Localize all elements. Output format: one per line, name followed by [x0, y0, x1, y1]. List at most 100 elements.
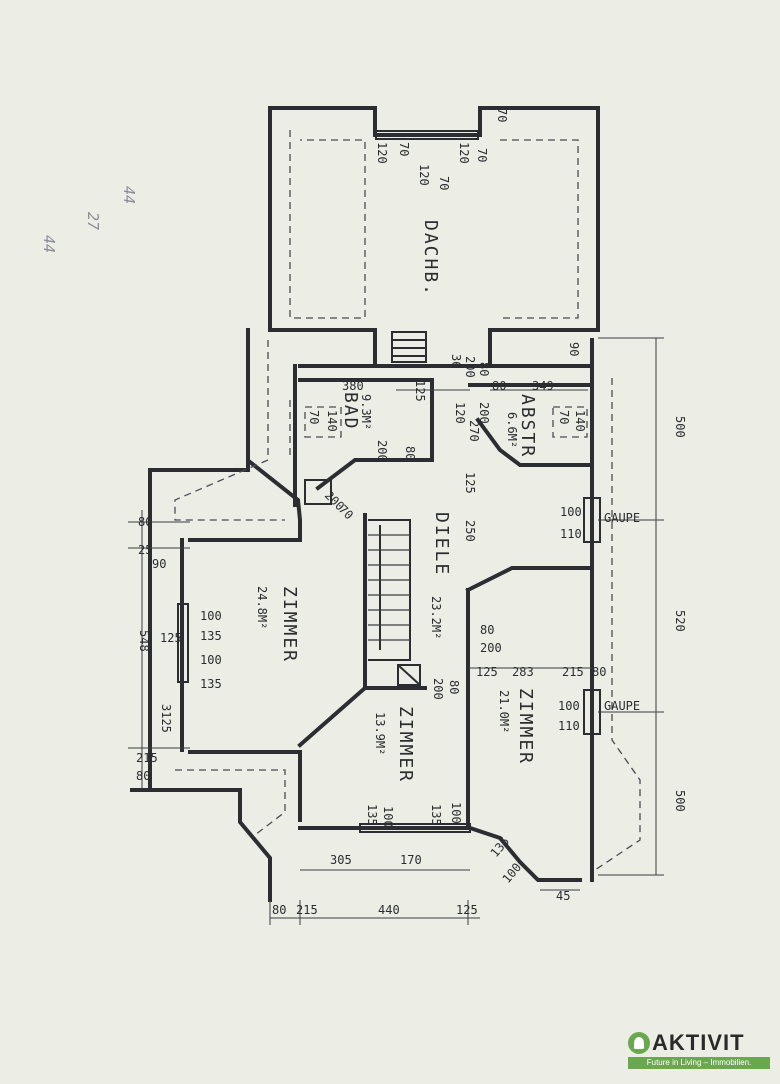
attic-walls: [268, 106, 600, 368]
logo-name: AKTIVIT: [652, 1030, 745, 1055]
dim-label: 100: [449, 802, 463, 824]
dim-label: 80: [136, 769, 150, 783]
room-label-zimmer-west: ZIMMER: [279, 586, 300, 663]
dim-label: 70: [475, 148, 489, 162]
attic-window: [375, 130, 479, 140]
dim-label: 110: [558, 719, 580, 733]
bad-walls: [298, 378, 434, 491]
chimney-cross: [397, 664, 421, 686]
dimension-lines: [128, 337, 664, 925]
abstr-south-wall: [475, 417, 590, 467]
dim-label: 215: [562, 665, 584, 679]
handwritten-notes: 44 27 44: [40, 186, 138, 253]
dim-label: 80: [403, 446, 417, 460]
dim-label: 135: [200, 629, 222, 643]
dim-label: 70: [437, 176, 451, 190]
attic-dashed-left: [289, 130, 366, 319]
dim-label: 200: [431, 678, 445, 700]
dim-label: 120: [457, 142, 471, 164]
dim-label: 80: [480, 623, 494, 637]
dim-label: 70: [307, 410, 321, 424]
room-area-zimmer-mid: 13.9M²: [373, 712, 387, 755]
roof-slope-east: [594, 378, 641, 871]
dim-label: 100: [200, 609, 222, 623]
southwest-wall: [148, 788, 272, 902]
dim-label: 36: [449, 354, 463, 368]
room-area-diele: 23.2M²: [429, 596, 443, 639]
dim-label: 200: [375, 440, 389, 462]
room-label-abstr: ABSTR: [517, 394, 538, 458]
dim-label: 500: [673, 416, 687, 438]
roof-slope-north-west: [174, 340, 285, 521]
dim-label: 100: [558, 699, 580, 713]
dim-label: 140: [325, 410, 339, 432]
dim-label: 200: [477, 402, 491, 424]
door-bad: [304, 479, 332, 505]
room-label-bad: BAD: [340, 392, 361, 431]
handwritten-note-3: 44: [120, 186, 138, 204]
attic-west-wall: [268, 106, 377, 368]
dim-label: 520: [673, 610, 687, 632]
room-label-zimmer-mid: ZIMMER: [395, 706, 416, 783]
dim-label: 250: [463, 520, 477, 542]
dim-label: 140: [573, 410, 587, 432]
room-area-bad: 9.3M²: [359, 394, 373, 430]
dim-label: 80: [138, 515, 152, 529]
dim-label: 80: [492, 379, 506, 393]
dimension-labels: 120 70 120 70 120 70 70 90 36 200 80 125…: [136, 108, 687, 917]
dim-label: 305: [330, 853, 352, 867]
west-wall: [130, 328, 250, 792]
room-label-zimmer-east: ZIMMER: [515, 688, 536, 765]
dim-label: 3125: [159, 704, 173, 733]
dim-label: 25: [138, 543, 152, 557]
stair-outline: [368, 519, 411, 661]
gaupe-label-bottom: GAUPE: [604, 699, 640, 713]
zimmer-west-south-wall: [188, 750, 302, 822]
dim-label: 548: [137, 630, 151, 652]
company-logo: AKTIVIT Future in Living – Immobilien.: [626, 1028, 772, 1072]
dim-label: 120: [453, 402, 467, 424]
dim-label: 80: [592, 665, 606, 679]
dim-label: 120: [375, 142, 389, 164]
dim-label: 120: [417, 164, 431, 186]
dim-label: 125: [413, 380, 427, 402]
dim-label: 135: [429, 804, 443, 826]
room-label-dachb: DACHB.: [420, 220, 441, 297]
handwritten-note-1: 44: [40, 235, 58, 253]
room-label-diele: DIELE: [431, 512, 452, 576]
dim-label: 349: [532, 379, 554, 393]
stair-west-wall: [297, 513, 367, 748]
abstr-skylight: [552, 406, 588, 438]
dim-label: 283: [512, 665, 534, 679]
dim-label: 70: [495, 108, 509, 122]
dim-label: 440: [378, 903, 400, 917]
roof-slope-lines: [174, 340, 641, 871]
dim-label: 215: [136, 751, 158, 765]
dim-label: 215: [296, 903, 318, 917]
zimmer-east-north-wall: [465, 566, 590, 593]
room-area-zimmer-east: 21.0M²: [497, 690, 511, 733]
dim-label: 170: [400, 853, 422, 867]
dim-label: 380: [342, 379, 364, 393]
dim-label: 200: [480, 641, 502, 655]
dim-label: 125: [160, 631, 182, 645]
leaf-icon: [628, 1032, 650, 1054]
dim-label: 70: [557, 410, 571, 424]
south-wall: [298, 826, 582, 882]
windows: [177, 406, 601, 833]
window-zimmer-west: [177, 603, 189, 683]
chimney: [397, 664, 421, 686]
dim-label: 100: [381, 806, 395, 828]
dim-label: 125: [456, 903, 478, 917]
room-area-zimmer-west: 24.8M²: [255, 586, 269, 629]
zimmer-west-north-wall: [188, 459, 302, 542]
dim-label: 100: [200, 653, 222, 667]
roof-slope-south-west: [175, 769, 286, 836]
logo-tagline: Future in Living – Immobilien.: [628, 1057, 770, 1069]
dim-label: 90: [567, 342, 581, 356]
dim-label: 125: [463, 472, 477, 494]
dim-label: 135: [200, 677, 222, 691]
dim-label: 125: [476, 665, 498, 679]
